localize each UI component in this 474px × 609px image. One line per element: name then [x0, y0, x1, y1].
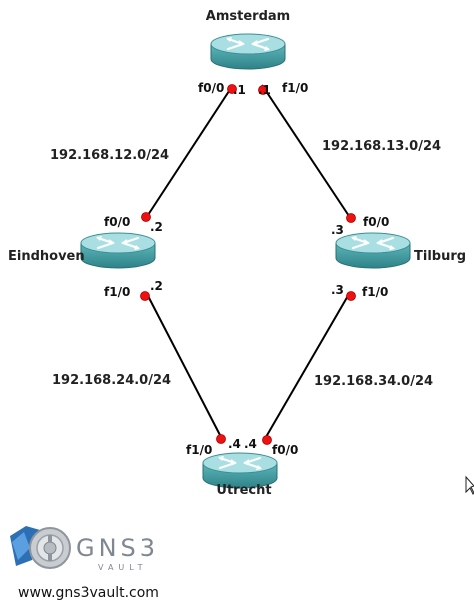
- link-amsterdam-eindhoven: [147, 84, 234, 216]
- network-label-13: 192.168.13.0/24: [322, 139, 441, 154]
- ip-label: .1: [233, 83, 246, 97]
- interface-label: f1/0: [362, 285, 388, 299]
- link-amsterdam-tilburg: [261, 84, 350, 217]
- router-name-eindhoven: Eindhoven: [8, 249, 85, 264]
- interface-dot: [216, 434, 226, 444]
- router-icon: [79, 231, 157, 270]
- interface-label: f1/0: [104, 285, 130, 299]
- router-name-tilburg: Tilburg: [414, 249, 466, 264]
- ip-label: .4: [228, 437, 241, 451]
- ip-label: .3: [331, 283, 344, 297]
- interface-dot: [140, 291, 150, 301]
- link-eindhoven-utrecht: [146, 293, 222, 438]
- router-name-utrecht: Utrecht: [216, 483, 271, 498]
- network-label-24: 192.168.24.0/24: [52, 373, 171, 388]
- router-eindhoven[interactable]: Eindhoven: [8, 231, 157, 270]
- router-utrecht[interactable]: Utrecht: [201, 451, 279, 498]
- ip-label: .4: [244, 437, 257, 451]
- cursor-icon: [465, 475, 474, 495]
- interface-label: f0/0: [104, 215, 130, 229]
- ip-label: .3: [331, 223, 344, 237]
- interface-dot: [346, 213, 356, 223]
- interface-dot: [141, 212, 151, 222]
- interface-dot: [262, 435, 272, 445]
- router-tilburg[interactable]: Tilburg: [334, 231, 466, 270]
- network-label-12: 192.168.12.0/24: [50, 148, 169, 163]
- interface-dot: [227, 84, 237, 94]
- link-tilburg-utrecht: [265, 293, 350, 438]
- ip-label: .2: [150, 279, 163, 293]
- ip-label: .2: [150, 220, 163, 234]
- interface-dot: [346, 291, 356, 301]
- router-icon: [209, 32, 287, 71]
- interface-label: f0/0: [363, 215, 389, 229]
- interface-dot: [258, 85, 268, 95]
- interface-label: f0/0: [272, 443, 298, 457]
- router-name-amsterdam: Amsterdam: [206, 9, 290, 24]
- gns3-vault-logo[interactable]: GNS3 VAULT: [10, 526, 159, 572]
- ip-label: .1: [258, 83, 271, 97]
- interface-label: f1/0: [282, 81, 308, 95]
- interface-label: f1/0: [186, 443, 212, 457]
- website-link[interactable]: www.gns3vault.com: [18, 585, 159, 601]
- router-icon: [334, 231, 412, 270]
- brand-title: GNS3: [76, 534, 159, 562]
- brand-subtitle: VAULT: [98, 563, 148, 572]
- gns3-logo-icon: [10, 526, 71, 569]
- network-label-34: 192.168.34.0/24: [314, 374, 433, 389]
- interface-label: f0/0: [198, 81, 224, 95]
- router-amsterdam[interactable]: Amsterdam: [206, 9, 290, 71]
